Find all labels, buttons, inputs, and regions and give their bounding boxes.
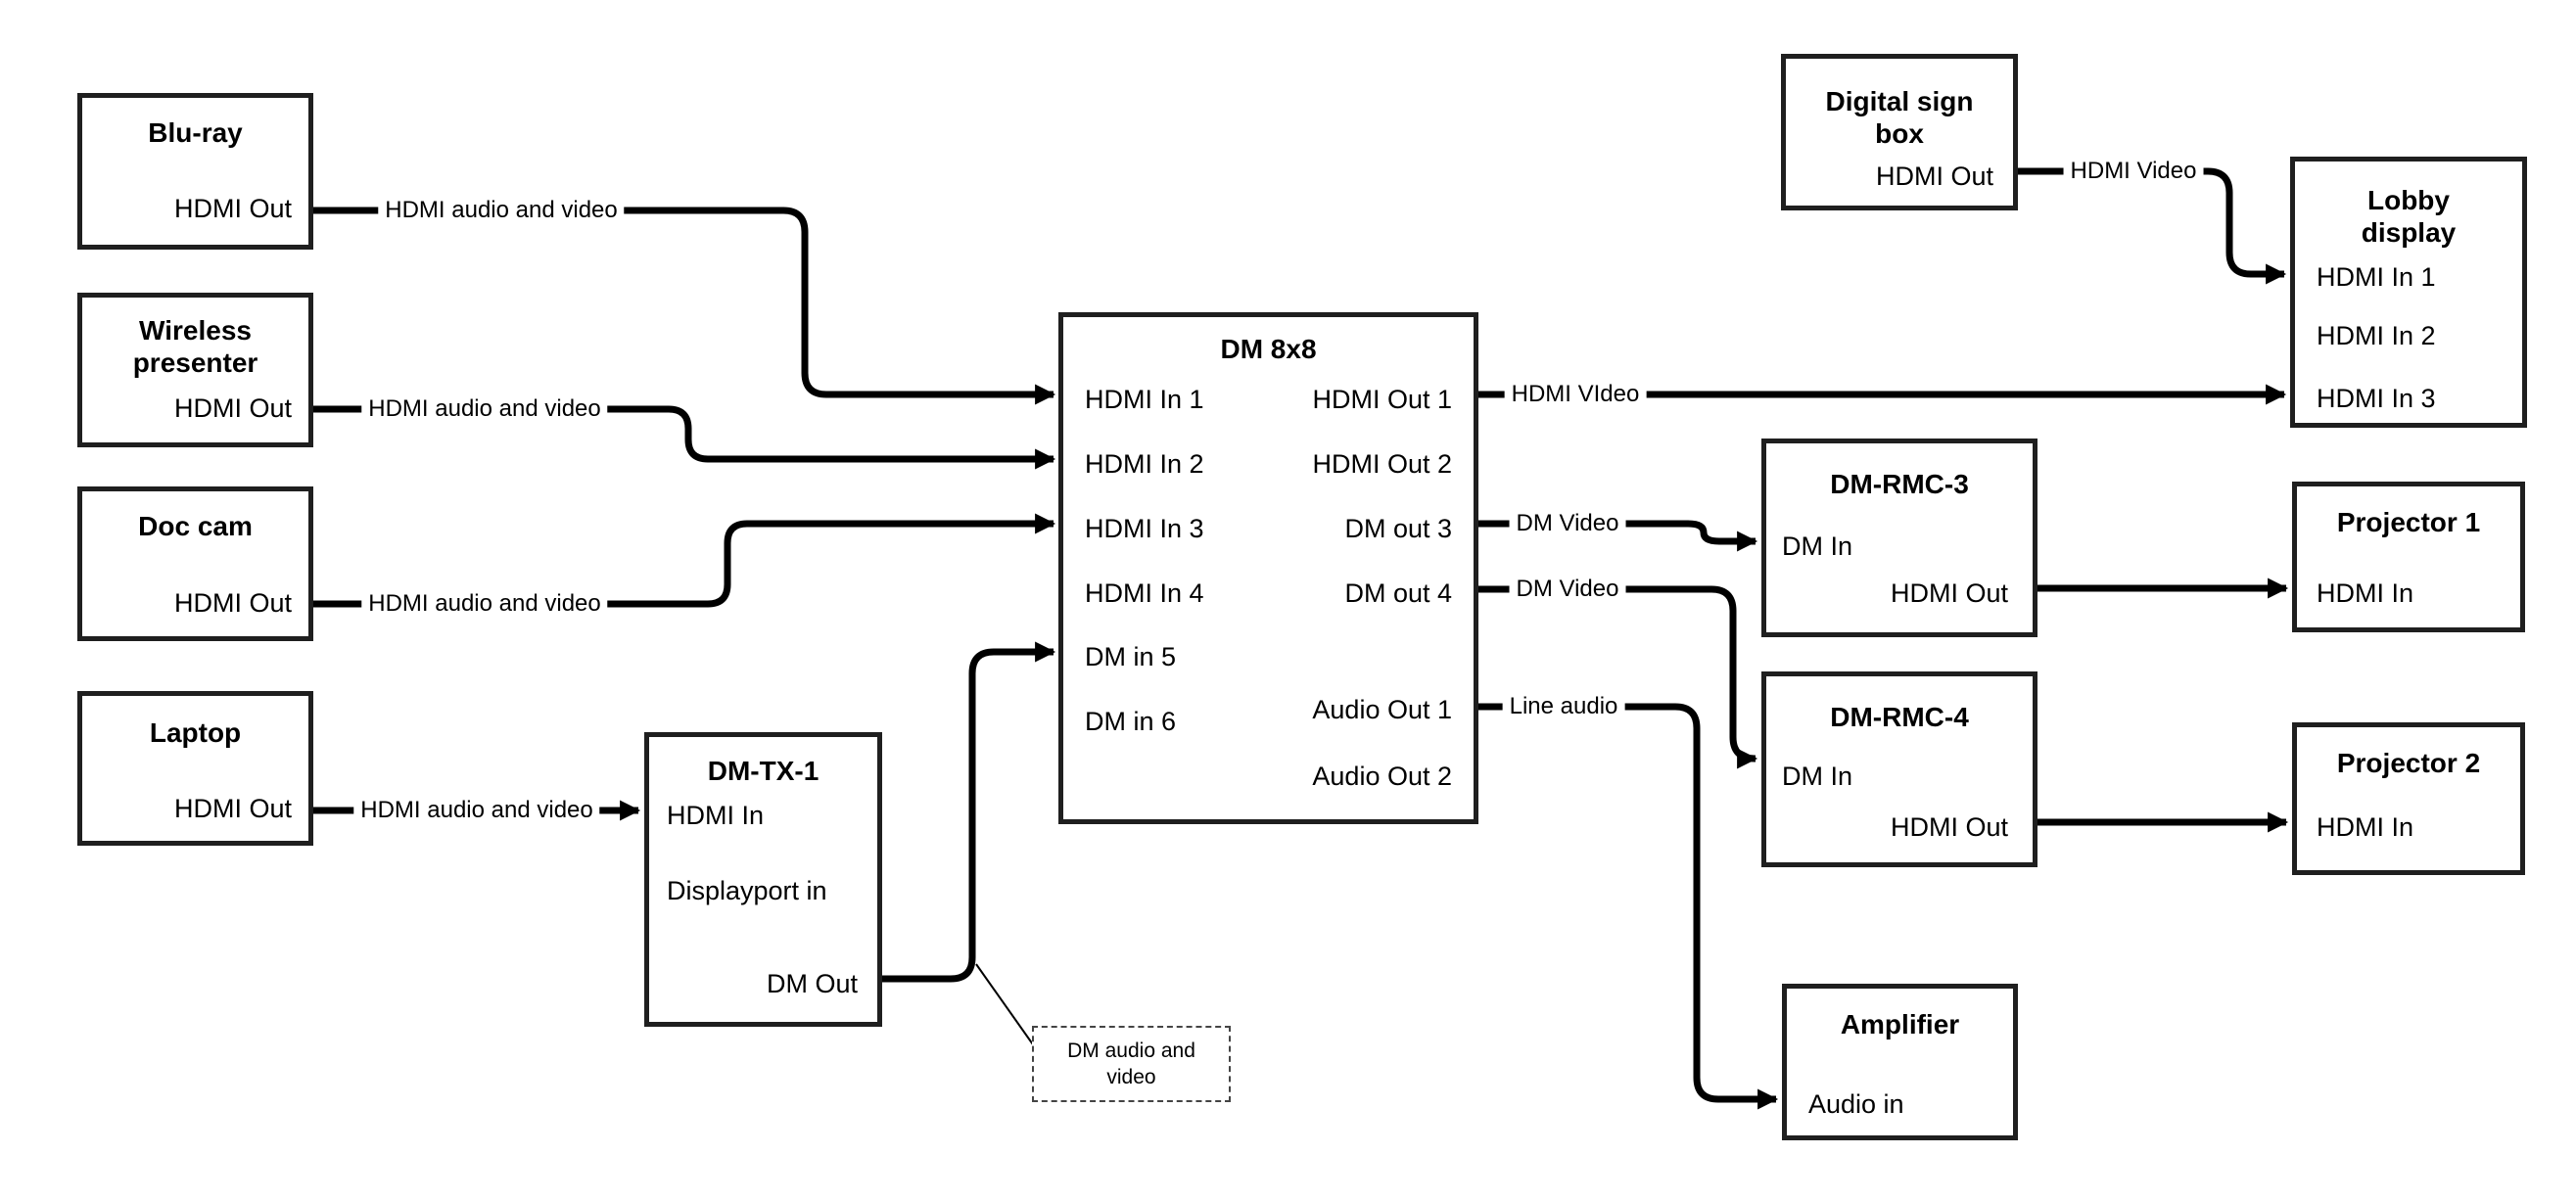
node-title: Blu-ray	[148, 117, 243, 148]
port-dm-out: DM Out	[766, 969, 858, 998]
node-title: DM 8x8	[1220, 334, 1317, 364]
connection-dm8x8-out4-to-rmc4	[1478, 585, 1758, 769]
node-title: Lobby display	[2361, 185, 2457, 248]
connection-label-hdmi-av-doccam: HDMI audio and video	[361, 590, 608, 618]
node-dm-rmc-4: DM-RMC-4 DM In HDMI Out	[1761, 671, 2037, 867]
node-title: Digital sign box	[1825, 86, 1974, 149]
callout-leader-line	[975, 963, 1036, 1048]
port-hdmi-out: HDMI Out	[1890, 578, 2008, 608]
port-audio-in: Audio in	[1808, 1089, 1904, 1119]
node-doc-cam: Doc cam HDMI Out	[77, 486, 313, 641]
port-hdmi-out: HDMI Out	[173, 588, 292, 618]
connection-label-hdmi-av-laptop: HDMI audio and video	[353, 797, 600, 824]
port-hdmi-out-1: HDMI Out 1	[1312, 385, 1452, 414]
node-title: Doc cam	[138, 511, 253, 541]
callout-text: DM audio and video	[1067, 1039, 1195, 1088]
connection-bluray-to-dm8x8-in1	[313, 207, 1056, 405]
connection-label-dm-video-out4: DM Video	[1509, 576, 1626, 603]
connection-label-line-audio: Line audio	[1502, 693, 1625, 720]
port-audio-out-1: Audio Out 1	[1312, 695, 1452, 724]
node-bluray: Blu-ray HDMI Out	[77, 93, 313, 250]
connection-dm8x8-audio1-to-amp	[1478, 703, 1779, 1110]
port-hdmi-in-4: HDMI In 4	[1085, 578, 1204, 608]
connection-label-dm-video-out3: DM Video	[1509, 510, 1626, 537]
node-amplifier: Amplifier Audio in	[1782, 984, 2018, 1140]
connection-digisign-to-lobby-in1	[2018, 167, 2287, 285]
node-title: Wireless presenter	[132, 315, 258, 378]
port-dm-out-4: DM out 4	[1344, 578, 1452, 608]
port-hdmi-in: HDMI In	[667, 801, 765, 830]
node-dm-tx-1: DM-TX-1 HDMI In Displayport in DM Out	[644, 732, 882, 1027]
port-hdmi-in-3: HDMI In 3	[1085, 514, 1204, 543]
node-projector-2: Projector 2 HDMI In	[2292, 722, 2525, 875]
port-displayport-in: Displayport in	[667, 876, 827, 905]
node-title: DM-RMC-4	[1830, 702, 1969, 732]
port-hdmi-out: HDMI Out	[173, 794, 292, 823]
port-dm-in: DM In	[1782, 531, 1853, 561]
connection-label-hdmi-video-out1: HDMI VIdeo	[1504, 381, 1647, 408]
node-dm-8x8: DM 8x8 HDMI In 1 HDMI In 2 HDMI In 3 HDM…	[1058, 312, 1478, 824]
port-hdmi-in-2: HDMI In 2	[2317, 321, 2436, 350]
node-title: Projector 2	[2336, 748, 2481, 778]
port-audio-out-2: Audio Out 2	[1312, 762, 1452, 791]
connection-dmtx1-to-dm8x8-in5	[882, 641, 1056, 983]
connection-label-hdmi-av-bluray: HDMI audio and video	[378, 197, 625, 224]
port-dm-in-6: DM in 6	[1085, 707, 1177, 736]
connection-label-hdmi-video-digisign: HDMI Video	[2063, 158, 2204, 185]
port-hdmi-out: HDMI Out	[173, 194, 292, 223]
node-title: Projector 1	[2336, 507, 2481, 537]
node-title: DM-TX-1	[707, 756, 820, 786]
node-dm-rmc-3: DM-RMC-3 DM In HDMI Out	[1761, 439, 2037, 637]
port-hdmi-out: HDMI Out	[1890, 812, 2008, 842]
port-hdmi-in-2: HDMI In 2	[1085, 449, 1204, 479]
callout-dm-audio-video: DM audio and video	[1032, 1026, 1231, 1102]
port-dm-out-3: DM out 3	[1344, 514, 1452, 543]
port-hdmi-out: HDMI Out	[1875, 162, 1993, 191]
port-hdmi-in: HDMI In	[2317, 578, 2414, 608]
connection-label-hdmi-av-wireless: HDMI audio and video	[361, 395, 608, 423]
node-laptop: Laptop HDMI Out	[77, 691, 313, 846]
node-title: DM-RMC-3	[1830, 469, 1969, 499]
port-hdmi-in-1: HDMI In 1	[2317, 262, 2436, 292]
node-title: Laptop	[149, 717, 242, 748]
port-dm-in: DM In	[1782, 762, 1853, 791]
node-lobby-display: Lobby display HDMI In 1 HDMI In 2 HDMI I…	[2290, 157, 2527, 428]
node-digital-sign-box: Digital sign box HDMI Out	[1781, 54, 2018, 210]
node-projector-1: Projector 1 HDMI In	[2292, 482, 2525, 632]
port-dm-in-5: DM in 5	[1085, 642, 1177, 671]
port-hdmi-in-1: HDMI In 1	[1085, 385, 1204, 414]
node-wireless-presenter: Wireless presenter HDMI Out	[77, 293, 313, 447]
port-hdmi-out-2: HDMI Out 2	[1312, 449, 1452, 479]
node-title: Amplifier	[1840, 1009, 1960, 1039]
port-hdmi-in-3: HDMI In 3	[2317, 384, 2436, 413]
port-hdmi-out: HDMI Out	[173, 393, 292, 423]
port-hdmi-in: HDMI In	[2317, 812, 2414, 842]
